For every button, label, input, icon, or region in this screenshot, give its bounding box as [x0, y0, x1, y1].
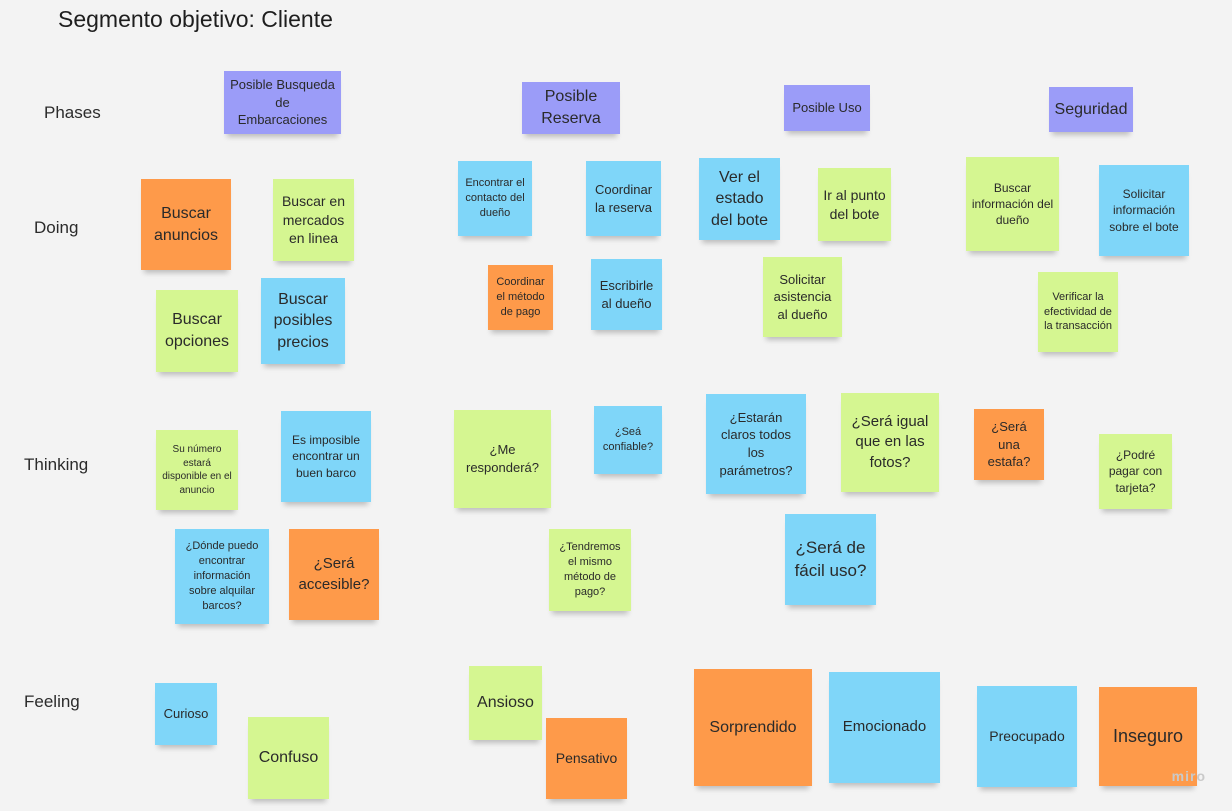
sticky-note-thinking[interactable]: ¿Tendremos el mismo método de pago? [549, 529, 631, 611]
sticky-note-doing[interactable]: Coordinar el método de pago [488, 265, 553, 330]
sticky-note-feeling[interactable]: Ansioso [469, 666, 542, 740]
board-title: Segmento objetivo: Cliente [58, 6, 333, 32]
sticky-note-thinking[interactable]: ¿Me responderá? [454, 410, 551, 508]
sticky-note-doing[interactable]: Encontrar el contacto del dueño [458, 161, 532, 236]
row-label-feeling: Feeling [24, 692, 80, 711]
sticky-note-doing[interactable]: Solicitar asistencia al dueño [763, 257, 842, 337]
sticky-note-thinking[interactable]: ¿Podré pagar con tarjeta? [1099, 434, 1172, 509]
row-label-doing: Doing [34, 218, 79, 237]
sticky-note-thinking[interactable]: ¿Estarán claros todos los parámetros? [706, 394, 806, 494]
sticky-note-thinking[interactable]: ¿Seá confiable? [594, 406, 662, 474]
sticky-note-doing[interactable]: Buscar anuncios [141, 179, 231, 270]
sticky-note-thinking[interactable]: ¿Será accesible? [289, 529, 379, 620]
sticky-note-thinking[interactable]: Su número estará disponible en el anunci… [156, 430, 238, 510]
sticky-note-doing[interactable]: Ir al punto del bote [818, 168, 891, 241]
sticky-note-doing[interactable]: Coordinar la reserva [586, 161, 661, 236]
sticky-note-doing[interactable]: Ver el estado del bote [699, 158, 780, 240]
sticky-note-doing[interactable]: Verificar la efectividad de la transacci… [1038, 272, 1118, 352]
row-label-phases: Phases [44, 103, 101, 122]
sticky-note-feeling[interactable]: Inseguro [1099, 687, 1197, 786]
sticky-note-doing[interactable]: Buscar opciones [156, 290, 238, 372]
sticky-note-phase[interactable]: Seguridad [1049, 87, 1133, 132]
sticky-note-doing[interactable]: Escribirle al dueño [591, 259, 662, 330]
sticky-note-thinking[interactable]: ¿Será una estafa? [974, 409, 1044, 480]
sticky-note-feeling[interactable]: Preocupado [977, 686, 1077, 787]
sticky-note-feeling[interactable]: Confuso [248, 717, 329, 799]
sticky-note-doing[interactable]: Buscar posibles precios [261, 278, 345, 364]
sticky-note-doing[interactable]: Buscar en mercados en linea [273, 179, 354, 261]
sticky-note-thinking[interactable]: ¿Será igual que en las fotos? [841, 393, 939, 492]
miro-watermark: miro [1171, 768, 1206, 784]
sticky-note-phase[interactable]: Posible Reserva [522, 82, 620, 134]
sticky-note-phase[interactable]: Posible Uso [784, 85, 870, 131]
sticky-note-thinking[interactable]: Es imposible encontrar un buen barco [281, 411, 371, 502]
sticky-note-doing[interactable]: Buscar información del dueño [966, 157, 1059, 251]
sticky-note-feeling[interactable]: Sorprendido [694, 669, 812, 786]
sticky-note-thinking[interactable]: ¿Será de fácil uso? [785, 514, 876, 605]
row-label-thinking: Thinking [24, 455, 89, 474]
sticky-note-feeling[interactable]: Pensativo [546, 718, 627, 799]
sticky-note-doing[interactable]: Solicitar información sobre el bote [1099, 165, 1189, 256]
sticky-note-thinking[interactable]: ¿Dónde puedo encontrar información sobre… [175, 529, 269, 624]
sticky-note-phase[interactable]: Posible Busqueda de Embarcaciones [224, 71, 341, 134]
sticky-note-feeling[interactable]: Curioso [155, 683, 217, 745]
sticky-note-feeling[interactable]: Emocionado [829, 672, 940, 783]
